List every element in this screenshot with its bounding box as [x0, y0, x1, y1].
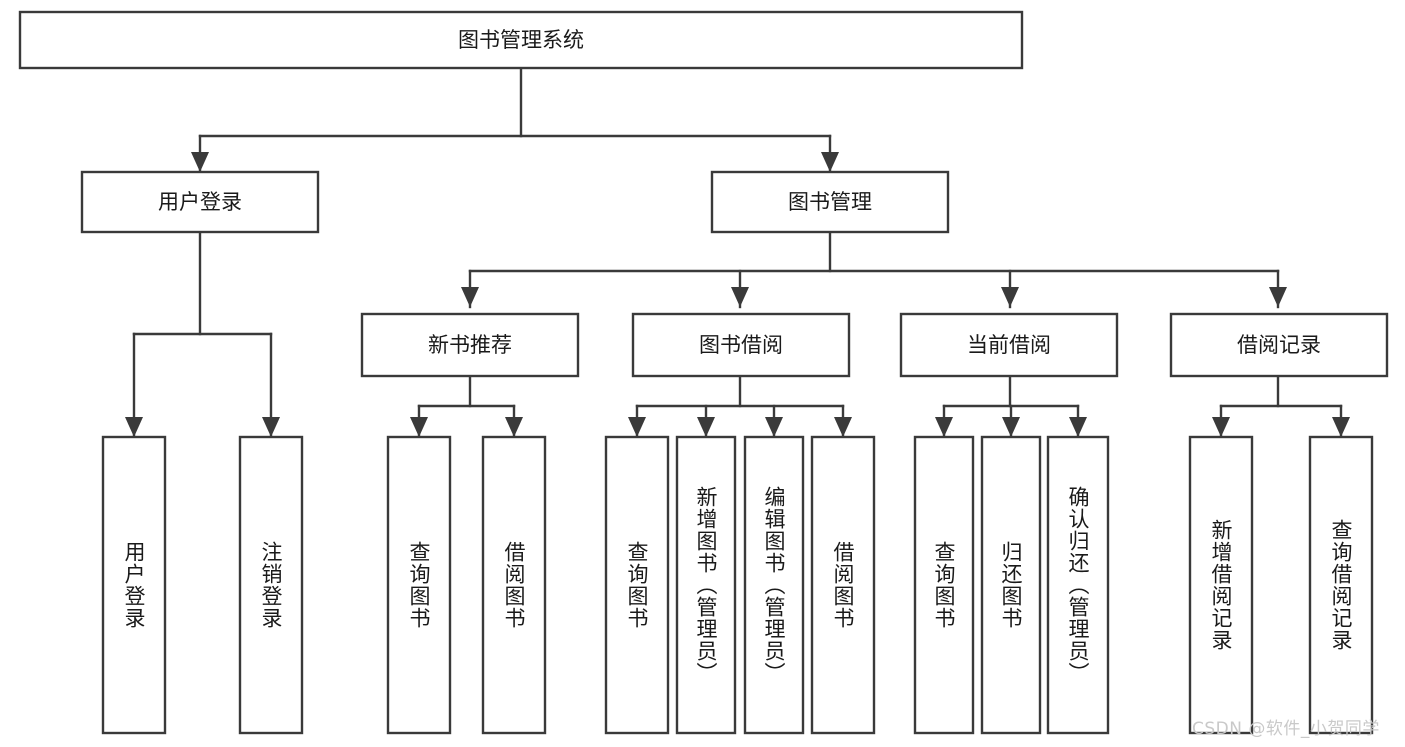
arrow-head-icon: [125, 417, 143, 437]
node-box-n_current[interactable]: [899, 312, 1119, 378]
node-box-n_record[interactable]: [1169, 312, 1389, 378]
node-box-l_bq[interactable]: [604, 435, 670, 735]
arrow-head-icon: [731, 287, 749, 307]
newbook-bus: [410, 374, 523, 439]
node-box-l_bedit[interactable]: [743, 435, 805, 735]
node-box-l_nb_borrow[interactable]: [481, 435, 547, 735]
arrow-head-icon: [935, 417, 953, 437]
arrow-head-icon: [1269, 287, 1287, 307]
arrow-head-icon: [765, 417, 783, 437]
arrow-head-icon: [191, 152, 209, 172]
arrow-head-icon: [821, 152, 839, 172]
csdn-watermark: CSDN @软件_小贺同学: [1192, 719, 1380, 739]
arrow-head-icon: [834, 417, 852, 437]
node-label-n_current: 当前借阅: [967, 333, 1051, 357]
node-box-n_user[interactable]: [80, 170, 320, 234]
connectors-layer: [125, 66, 1350, 439]
node-box-n_borrow[interactable]: [631, 312, 851, 378]
node-label-n_borrow: 图书借阅: [699, 333, 783, 357]
node-label-n_newbook: 新书推荐: [428, 333, 512, 357]
current-bus: [935, 374, 1087, 439]
node-label-root: 图书管理系统: [458, 28, 584, 52]
bookmgmt-bus: [461, 230, 1287, 309]
node-label-n_record: 借阅记录: [1237, 333, 1321, 357]
arrow-head-icon: [262, 417, 280, 437]
user-bus: [125, 230, 280, 439]
node-box-l_nb_query[interactable]: [386, 435, 452, 735]
borrow-bus: [628, 374, 852, 439]
arrow-head-icon: [1212, 417, 1230, 437]
arrow-head-icon: [461, 287, 479, 307]
node-box-l_badd[interactable]: [675, 435, 737, 735]
arrow-head-icon: [410, 417, 428, 437]
arrow-head-icon: [1332, 417, 1350, 437]
node-box-l_logout[interactable]: [238, 435, 304, 735]
node-box-root[interactable]: [18, 10, 1024, 70]
root-bus: [191, 66, 839, 174]
node-box-l_bborrow[interactable]: [810, 435, 876, 735]
arrow-head-icon: [505, 417, 523, 437]
record-bus: [1212, 374, 1350, 439]
arrow-head-icon: [1001, 287, 1019, 307]
node-box-l_login[interactable]: [101, 435, 167, 735]
node-box-l_radd[interactable]: [1188, 435, 1254, 735]
node-box-n_newbook[interactable]: [360, 312, 580, 378]
node-box-l_cq[interactable]: [913, 435, 975, 735]
arrow-head-icon: [697, 417, 715, 437]
boxes-layer: [18, 10, 1389, 735]
node-box-l_rquery[interactable]: [1308, 435, 1374, 735]
node-label-n_bookmgmt: 图书管理: [788, 190, 872, 214]
node-box-l_cconfirm[interactable]: [1046, 435, 1110, 735]
arrow-head-icon: [1002, 417, 1020, 437]
arrow-head-icon: [628, 417, 646, 437]
arrow-head-icon: [1069, 417, 1087, 437]
node-box-n_bookmgmt[interactable]: [710, 170, 950, 234]
node-label-n_user: 用户登录: [158, 190, 242, 214]
node-box-l_creturn[interactable]: [980, 435, 1042, 735]
